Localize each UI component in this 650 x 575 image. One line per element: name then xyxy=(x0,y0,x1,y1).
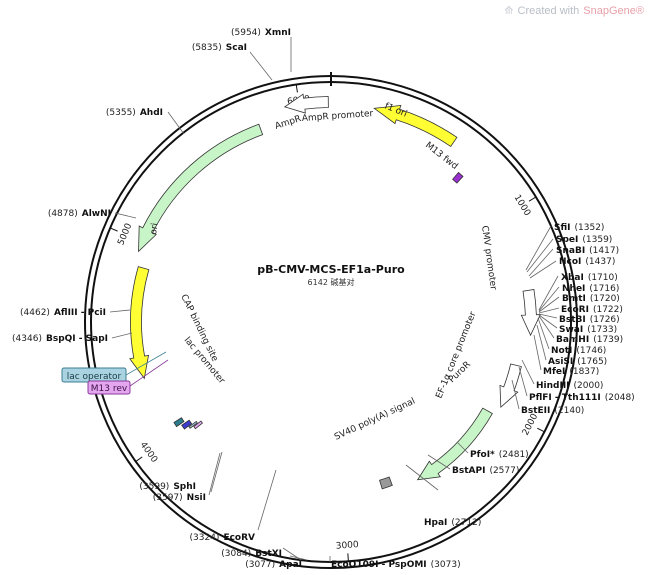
feature-ori xyxy=(129,266,150,380)
feature-ampr-promoter xyxy=(283,93,329,114)
feature-group xyxy=(129,93,542,490)
site-mfei: MfeI(1837) xyxy=(543,367,599,377)
site-bamhi: BamHI(1739) xyxy=(556,335,623,345)
plasmid-length: 6142 碱基对 xyxy=(308,277,355,287)
site-swai: SwaI(1733) xyxy=(559,325,617,335)
feature-label-ef1a: EF-1α core promoter xyxy=(435,310,479,400)
tick-mark-3000 xyxy=(347,553,349,562)
site-ecorv: (3324)EcoRV xyxy=(190,533,256,543)
site-nhei: NheI(1716) xyxy=(562,284,619,294)
site-snabi: SnaBI(1417) xyxy=(556,246,619,256)
feature-m13-fwd xyxy=(452,171,464,184)
site-bstbi: BstBI(1726) xyxy=(559,315,620,325)
site-pfoi: PfoI*(2481) xyxy=(470,450,529,460)
feature-puror xyxy=(416,407,493,481)
site-bmti: BmtI(1720) xyxy=(562,294,620,304)
snapgene-logo-icon: ⟰ xyxy=(504,5,514,17)
site-asisi: AsiSI(1765) xyxy=(548,357,607,367)
site-spei: SpeI(1359) xyxy=(556,235,612,245)
tick-label-4000: 4000 xyxy=(138,440,160,465)
plasmid-name: pB-CMV-MCS-EF1a-Puro xyxy=(257,263,405,276)
feature-label-m13-fwd: M13 fwd xyxy=(423,140,459,171)
m13-rev-tag-box xyxy=(87,380,131,395)
m13-rev-connector xyxy=(129,359,169,387)
site-apai: (3077)ApaI xyxy=(245,560,302,570)
tick-label-5000: 5000 xyxy=(116,222,134,247)
site-connectors xyxy=(109,37,560,562)
site-labels: (5954)XmnI (5835)ScaI (5355)AhdI (4878)A… xyxy=(12,28,635,570)
site-hindiii: HindIII(2000) xyxy=(536,381,603,391)
site-ecori: EcoRI(1722) xyxy=(561,305,623,315)
feature-label-cmv-promoter: CMV promoter xyxy=(479,225,498,291)
site-bspqi-sapi: (4346)BspQI - SapI xyxy=(12,334,108,344)
feature-label-ori: ori xyxy=(149,222,161,235)
site-noti: NotI(1746) xyxy=(551,346,606,356)
watermark-prefix: Created with xyxy=(517,4,580,17)
feature-lac-promoter xyxy=(181,419,193,430)
lac-operator-tag: lac operator xyxy=(61,367,127,383)
feature-label-ampr: AmpR xyxy=(274,114,303,132)
site-xbai: XbaI(1710) xyxy=(561,273,618,283)
site-ahdi: (5355)AhdI xyxy=(106,108,163,118)
feature-sv40-poly-a-signal xyxy=(379,476,393,490)
m13-rev-tag-label: M13 rev xyxy=(91,384,128,394)
snapgene-watermark: ⟰ Created with SnapGene® xyxy=(504,4,644,18)
feature-label-sv40: SV40 poly(A) signal xyxy=(333,397,417,443)
tick-mark-1000 xyxy=(528,196,537,202)
site-bstapi: BstAPI(2577) xyxy=(452,466,519,476)
site-scai: (5835)ScaI xyxy=(192,43,247,53)
lac-operator-connector xyxy=(125,351,167,376)
feature-ef-1-core-promoter xyxy=(499,363,522,409)
site-xmni: (5954)XmnI xyxy=(231,28,291,38)
tick-mark-5000 xyxy=(109,227,118,232)
feature-label-ampr-promoter: AmpR promoter xyxy=(302,109,374,124)
site-nsii: (3597)NsiI xyxy=(153,493,206,503)
site-sfii: SfiI(1352) xyxy=(554,223,604,233)
site-alwni: (4878)AlwNI xyxy=(48,209,111,219)
tick-label-3000: 3000 xyxy=(336,540,360,552)
feature-cmv-promoter xyxy=(520,288,542,337)
watermark-brand: SnapGene® xyxy=(583,4,644,17)
site-pflfi-tth111i: PflFI - Tth111I(2048) xyxy=(529,393,635,403)
site-hpai: HpaI(2712) xyxy=(424,518,481,528)
site-ecoo109i-pspomi: EcoO109I - PspOMI(3073) xyxy=(331,560,461,570)
site-sphi: (3599)SphI xyxy=(139,482,196,492)
feature-ampr xyxy=(138,123,264,253)
lac-operator-tag-label: lac operator xyxy=(67,372,122,382)
tick-mark-2000 xyxy=(537,427,545,433)
site-afliii-pcii: (4462)AflIII - PciI xyxy=(20,308,106,318)
m13-rev-tag: M13 rev xyxy=(87,380,131,395)
feature-lac-operator xyxy=(188,420,198,429)
feature-cap-binding-site xyxy=(173,417,185,428)
tick-label-1000: 1000 xyxy=(512,193,533,218)
site-bstxi: (3084)BstXI xyxy=(221,549,282,559)
tick-mark-6000 xyxy=(295,84,298,93)
tick-mark-4000 xyxy=(135,456,143,462)
site-ncoi: NcoI(1437) xyxy=(559,257,615,267)
feature-m13-rev xyxy=(193,420,204,430)
feature-f1-ori xyxy=(373,105,458,147)
site-bsteii: BstEII(2140) xyxy=(521,406,584,416)
